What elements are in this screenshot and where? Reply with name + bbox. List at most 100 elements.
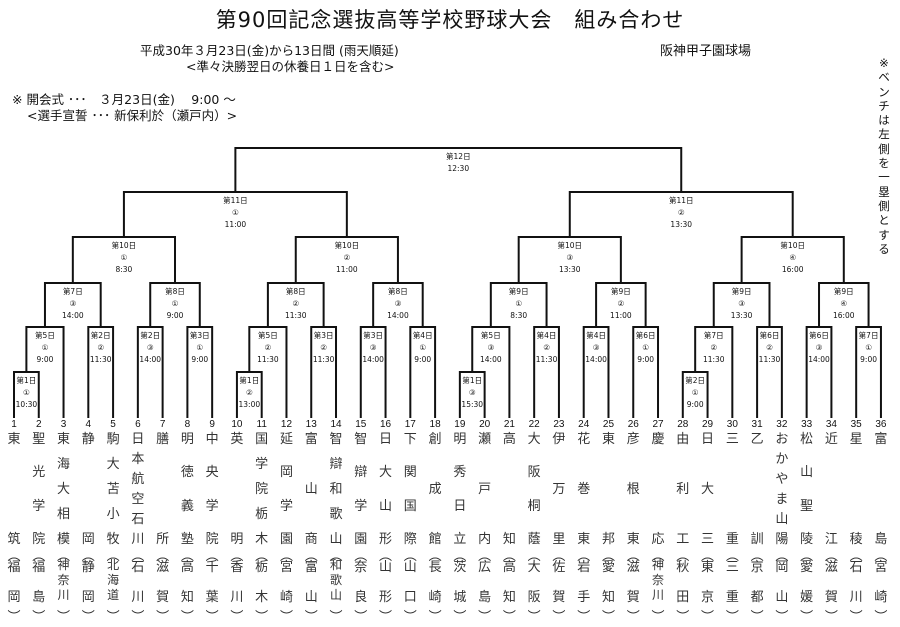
bench-side-note: ※ベンチは左側を一塁側とする (878, 56, 890, 256)
bracket-line (855, 326, 882, 418)
match-day-label: 第1日 (239, 375, 259, 385)
team-entry: 智辯和歌山︵和歌山︶ (329, 432, 343, 625)
match-day-label: 第10日 (112, 240, 137, 250)
match-day-label: 第6日 (809, 330, 829, 340)
team-number: 34 (826, 419, 838, 430)
match-day-label: 第7日 (63, 286, 83, 296)
match-time-label: 13:00 (239, 400, 261, 409)
match-day-label: 第5日 (35, 330, 55, 340)
match-day-label: 第9日 (509, 286, 529, 296)
opening-ceremony-note: ※ 開会式 ･･･ ３月23日(金) 9:00 ～ (12, 92, 236, 107)
match-game-number: ① (121, 253, 128, 262)
match-game-number: ② (292, 299, 299, 308)
team-entry: 日大山形︵山形︶ (379, 432, 393, 625)
match-day-label: 第10日 (558, 240, 583, 250)
match-day-label: 第6日 (760, 330, 780, 340)
team-number: 32 (776, 419, 788, 430)
team-number: 14 (330, 419, 342, 430)
match-day-label: 第7日 (704, 330, 724, 340)
match-day-label: 第7日 (859, 330, 879, 340)
match-game-number: ③ (487, 343, 494, 352)
match-time-label: 13:30 (731, 311, 753, 320)
match-game-number: ① (642, 343, 649, 352)
venue-name: 阪神甲子園球場 (660, 44, 752, 59)
match-game-number: ③ (593, 343, 600, 352)
match-time-label: 11:30 (257, 355, 279, 364)
team-entry: 駒大苫小牧︵北海道︶ (106, 432, 120, 625)
match-day-label: 第3日 (363, 330, 383, 340)
match-day-label: 第3日 (314, 330, 334, 340)
team-entry: 近江︵滋賀︶ (824, 432, 838, 625)
team-number: 13 (306, 419, 318, 430)
team-entry: 下関国際︵山口︶ (403, 432, 417, 625)
match-game-number: ① (419, 343, 426, 352)
match-game-number: ① (515, 299, 522, 308)
match-time-label: 11:30 (313, 355, 335, 364)
match-game-number: ③ (395, 299, 402, 308)
match-time-label: 14:00 (362, 355, 384, 364)
team-number: 12 (281, 419, 293, 430)
match-day-label: 第2日 (685, 375, 705, 385)
match-time-label: 13:30 (670, 220, 692, 229)
team-entry: 延岡学園︵宮崎︶ (279, 432, 293, 625)
team-number: 6 (135, 419, 141, 430)
team-entry: 富島︵宮崎︶ (874, 432, 888, 625)
team-number: 25 (603, 419, 615, 430)
match-game-number: ② (343, 253, 350, 262)
match-day-label: 第8日 (165, 286, 185, 296)
team-entry: 智辯学園︵奈良︶ (354, 432, 368, 625)
match-day-label: 第5日 (481, 330, 501, 340)
team-entry: 由利工︵秋田︶ (676, 432, 690, 625)
team-number: 26 (628, 419, 640, 430)
team-number: 1 (11, 419, 17, 430)
team-number: 21 (504, 419, 516, 430)
match-time-label: 14:00 (387, 311, 409, 320)
team-entry: 日本航空石川︵石川︶ (131, 432, 145, 625)
team-number: 16 (380, 419, 392, 430)
match-game-number: ① (692, 388, 699, 397)
match-day-label: 第9日 (611, 286, 631, 296)
match-game-number: ① (232, 208, 239, 217)
match-game-number: ② (265, 343, 272, 352)
team-number: 35 (851, 419, 863, 430)
team-entry: 大阪桐蔭︵大阪︶ (527, 432, 541, 625)
team-number: 29 (702, 419, 714, 430)
team-number: 22 (529, 419, 541, 430)
team-number: 2 (36, 419, 42, 430)
match-time-label: 9:00 (637, 355, 654, 364)
match-game-number: ③ (738, 299, 745, 308)
team-entry: 東筑︵福岡︶ (7, 432, 21, 625)
team-number: 20 (479, 419, 491, 430)
match-day-label: 第9日 (834, 286, 854, 296)
team-entry: 聖光学院︵福島︶ (32, 432, 46, 625)
team-entry: 星稜︵石川︶ (849, 432, 863, 625)
bracket-line (632, 326, 660, 418)
match-game-number: ① (42, 343, 49, 352)
team-entry: 花巻東︵岩手︶ (577, 432, 591, 625)
team-number: 36 (875, 419, 887, 430)
match-time-label: 11:30 (285, 311, 307, 320)
match-day-label: 第10日 (335, 240, 360, 250)
bracket-line (756, 326, 783, 418)
match-time-label: 14:00 (585, 355, 607, 364)
team-number: 8 (185, 419, 191, 430)
team-entry: 三重︵三重︶ (725, 432, 739, 625)
match-day-label: 第6日 (636, 330, 656, 340)
rest-day-note: <準々決勝翌日の休養日１日を含む> (186, 59, 395, 74)
match-day-label: 第12日 (446, 151, 471, 161)
team-entry: 彦根東︵滋賀︶ (626, 432, 640, 625)
team-entry: 明徳義塾︵高知︶ (180, 432, 194, 625)
team-entry: 瀬戸内︵広島︶ (478, 432, 492, 625)
match-time-label: 15:30 (461, 400, 483, 409)
match-day-label: 第2日 (91, 330, 111, 340)
match-time-label: 9:00 (860, 355, 877, 364)
match-game-number: ② (320, 343, 327, 352)
match-time-label: 9:00 (687, 400, 704, 409)
match-time-label: 11:00 (336, 265, 358, 274)
team-number: 31 (752, 419, 764, 430)
match-time-label: 9:00 (414, 355, 431, 364)
bracket-line (359, 326, 387, 418)
page-title: 第90回記念選抜高等学校野球大会 組み合わせ (215, 8, 685, 32)
team-entry: 中央学院︵千葉︶ (205, 432, 219, 625)
